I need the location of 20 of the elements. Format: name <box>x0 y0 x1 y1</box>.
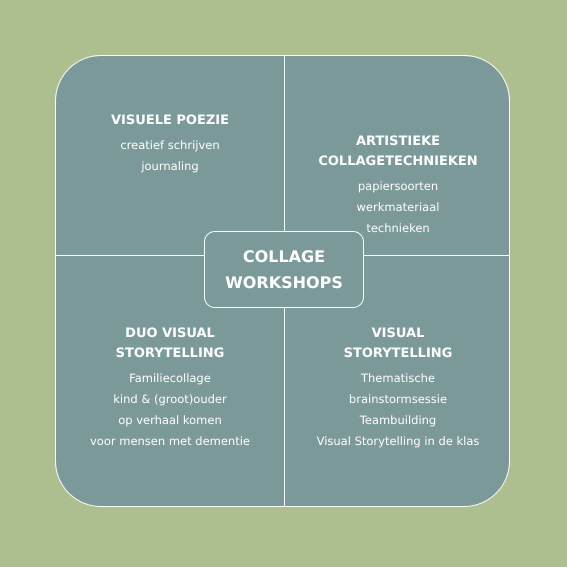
list-item: Thematische <box>360 370 436 387</box>
list-item: voor mensen met dementie <box>90 433 250 450</box>
list-item: werkmateriaal <box>356 199 440 216</box>
list-item: kind & (groot)ouder <box>113 391 227 408</box>
list-item: Visual Storytelling in de klas <box>316 433 480 450</box>
quadrant-heading: ARTISTIEKE COLLAGETECHNIEKEN <box>317 133 479 171</box>
center-box <box>204 231 364 308</box>
list-item: technieken <box>366 220 430 237</box>
list-item: creatief schrijven <box>120 137 220 154</box>
list-item: Familiecollage <box>129 370 211 387</box>
center-title: COLLAGE WORKSHOPS <box>224 246 344 294</box>
list-item: op verhaal komen <box>118 412 222 429</box>
quadrant-heading: VISUAL STORYTELLING <box>342 325 454 363</box>
list-item: journaling <box>141 158 199 175</box>
list-item: Teambuilding <box>360 412 436 429</box>
quadrant-heading: DUO VISUAL STORYTELLING <box>114 325 226 363</box>
list-item: papiersoorten <box>358 178 438 195</box>
rounded-panel <box>55 55 510 507</box>
list-item: brainstormsessie <box>348 391 448 408</box>
quadrant-heading: VISUELE POEZIE <box>110 112 230 130</box>
